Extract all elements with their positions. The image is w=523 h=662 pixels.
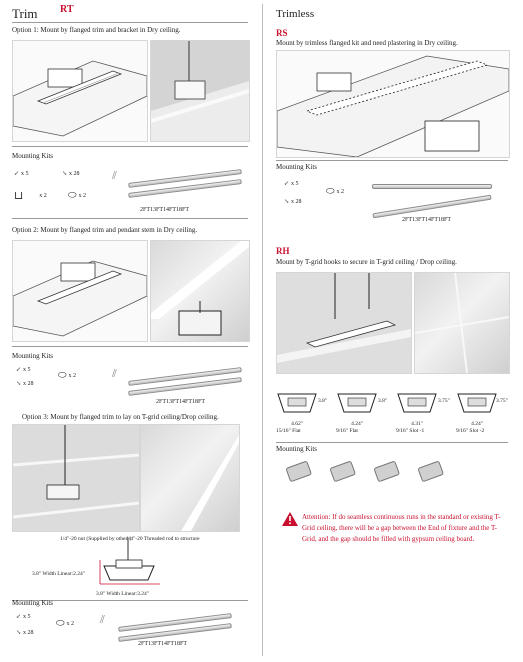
connector-icon: ⬭	[326, 186, 335, 197]
option-3-photo	[12, 424, 140, 532]
option-1-photo	[150, 40, 250, 142]
title-rule	[12, 22, 248, 23]
kit-bracket: ⊔x 2	[14, 190, 47, 202]
height-dim: 3.8" Width Linear:2.24"	[32, 571, 86, 577]
connector-icon: ⬭	[56, 618, 65, 629]
rod-label: 1/4"-20 Threaded rod to structure	[126, 536, 200, 542]
column-divider	[262, 4, 263, 656]
option-1-lengths: 2FT13FT14FT18FT	[140, 207, 190, 213]
rh-ceiling-photo	[414, 272, 510, 374]
width-dim: 3.8" Width Linear:3.24"	[96, 591, 150, 597]
t-grid-hooks	[286, 461, 444, 482]
kit-anchor: ↘x 28	[284, 199, 302, 205]
kit-screw: ↙x 5	[16, 614, 31, 620]
profile-9-16-flat: 3.8" 4.24" 9/16" Flat	[336, 392, 394, 435]
rh-profiles: 3.8" 4.62" 15/16" Flat 3.8" 4.24" 9/16" …	[276, 392, 508, 438]
option-1-diagram	[12, 40, 148, 142]
option-2-diagram	[12, 240, 148, 342]
profile-9-16-slot-1: 3.75" 4.31" 9/16" Slot -1	[396, 392, 454, 435]
option-1-text: Option 1: Mount by flanged trim and brac…	[12, 26, 181, 34]
kit-anchor: ↘x 28	[16, 381, 34, 387]
option-2-lengths: 2FT13FT14FT18FT	[156, 399, 206, 405]
option-1-kits-label: Mounting Kits	[12, 152, 54, 160]
rule-rs	[276, 160, 508, 161]
profile-drawing	[277, 393, 317, 413]
channel-bar	[372, 194, 492, 219]
anchor-icon: ↘	[16, 381, 22, 387]
rule-2	[12, 218, 248, 219]
clip-icon: ⫽	[100, 614, 105, 626]
trimless-title: Trimless	[276, 8, 315, 20]
option-3-ceiling-photo	[140, 424, 240, 532]
rs-text: Mount by trimless flanged kit and need p…	[276, 39, 458, 47]
kit-connector: ⬭x 2	[326, 186, 345, 197]
rh-text: Mount by T-grid hooks to secure in T-gri…	[276, 258, 457, 266]
kit-screw: ↙x 5	[14, 171, 29, 177]
channel-bar	[372, 184, 492, 189]
rh-kits-label: Mounting Kits	[276, 445, 318, 453]
rule-rh	[276, 442, 508, 443]
option-2-photo	[150, 240, 250, 342]
screw-icon: ↙	[14, 171, 20, 177]
kit-anchor: ↘x 28	[62, 171, 80, 177]
bracket-icon: ⊔	[14, 190, 24, 202]
profile-15-16-flat: 3.8" 4.62" 15/16" Flat	[276, 392, 334, 435]
rule-3	[12, 346, 248, 347]
connector-icon: ⬭	[68, 190, 77, 201]
rs-kits-label: Mounting Kits	[276, 163, 318, 171]
rs-lengths: 2FT13FT14FT18FT	[402, 217, 452, 223]
rule-4	[12, 600, 248, 601]
trim-title: Trim	[12, 6, 38, 21]
nut-label: 1/4"-20 nut (Supplied by others)	[60, 536, 132, 542]
rs-diagram	[276, 50, 510, 158]
clip-icon: ⫽	[112, 170, 117, 182]
profile-9-16-slot-2: 3.75" 4.24" 9/16" Slot -2	[456, 392, 514, 435]
kit-anchor: ↘x 28	[16, 630, 34, 636]
screw-icon: ↙	[16, 614, 22, 620]
option-2-text: Option 2: Mount by flanged trim and pend…	[12, 226, 198, 234]
attention-note: Attention: If do seamless continuous run…	[302, 513, 501, 543]
screw-icon: ↙	[16, 367, 22, 373]
profile-drawing	[337, 393, 377, 413]
profile-drawing	[397, 393, 437, 413]
profile-drawing	[99, 540, 160, 585]
rule-1	[12, 146, 248, 147]
option-3-lengths: 2FT13FT14FT18FT	[138, 641, 188, 647]
connector-icon: ⬭	[58, 370, 67, 381]
rh-photo	[276, 272, 412, 374]
kit-connector: ⬭x 2	[58, 370, 77, 381]
clip-icon: ⫽	[112, 368, 117, 380]
anchor-icon: ↘	[62, 171, 68, 177]
profile-drawing	[457, 393, 497, 413]
kit-screw: ↙x 5	[16, 367, 31, 373]
trim-code: RT	[60, 4, 74, 15]
option-3-kits-label: Mounting Kits	[12, 599, 54, 607]
kit-connector: ⬭x 2	[56, 618, 75, 629]
rh-code: RH	[276, 246, 290, 256]
kit-connector: ⬭x 2	[68, 190, 87, 201]
anchor-icon: ↘	[284, 199, 290, 205]
anchor-icon: ↘	[16, 630, 22, 636]
option-3-text: Option 3: Mount by flanged trim to lay o…	[22, 413, 219, 421]
rs-code: RS	[276, 28, 288, 38]
kit-screw: ↙x 5	[284, 181, 299, 187]
screw-icon: ↙	[284, 181, 290, 187]
warning-icon	[282, 512, 298, 526]
option-2-kits-label: Mounting Kits	[12, 352, 54, 360]
